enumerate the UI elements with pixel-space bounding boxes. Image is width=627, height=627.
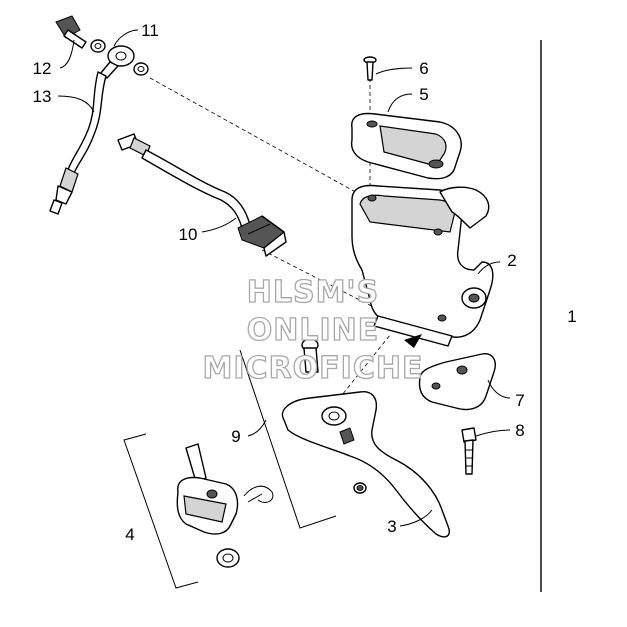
leader-7 bbox=[487, 379, 511, 399]
callout-9: 9 bbox=[231, 427, 240, 446]
callout-4: 4 bbox=[125, 525, 134, 544]
callout-13: 13 bbox=[33, 87, 52, 106]
watermark-line-3: MICROFICHE bbox=[203, 351, 424, 386]
banjo-bolt bbox=[55, 15, 87, 49]
callout-7: 7 bbox=[515, 391, 524, 410]
callout-2: 2 bbox=[507, 251, 516, 270]
callout-5: 5 bbox=[419, 85, 428, 104]
callout-1: 1 bbox=[567, 307, 576, 326]
leader-13 bbox=[57, 95, 95, 113]
watermark-line-1: HLSM'S bbox=[247, 275, 379, 310]
banjo-fitting bbox=[99, 45, 135, 79]
watermark-line-2: ONLINE bbox=[247, 313, 380, 348]
callout-6: 6 bbox=[419, 59, 428, 78]
direction-arrow bbox=[404, 334, 422, 348]
leader-11 bbox=[113, 29, 139, 47]
callout-12: 12 bbox=[33, 59, 52, 78]
cover-screw bbox=[363, 56, 377, 81]
bracket-part-9 bbox=[239, 349, 337, 529]
brake-light-switch bbox=[117, 133, 287, 257]
leader-9 bbox=[247, 419, 267, 437]
leader-2 bbox=[477, 261, 501, 275]
bracket-part-4 bbox=[123, 433, 199, 589]
parking-brake-block bbox=[176, 443, 274, 568]
callout-3: 3 bbox=[387, 517, 396, 536]
reservoir-cover bbox=[350, 112, 462, 180]
callout-8: 8 bbox=[515, 421, 524, 440]
leader-8 bbox=[475, 429, 511, 437]
leader-3 bbox=[399, 509, 433, 527]
brake-hose bbox=[49, 71, 107, 215]
pivot-bolt bbox=[301, 338, 319, 373]
master-cylinder-body bbox=[351, 184, 494, 347]
callout-10: 10 bbox=[179, 225, 198, 244]
clamp-bolt bbox=[461, 427, 477, 475]
leader-10 bbox=[201, 217, 237, 233]
leader-5 bbox=[387, 93, 413, 113]
leader-12 bbox=[59, 39, 75, 69]
leader-6 bbox=[375, 67, 413, 75]
washers bbox=[90, 39, 149, 76]
brake-lever bbox=[281, 391, 450, 538]
callout-11: 11 bbox=[141, 21, 159, 40]
handlebar-clamp bbox=[418, 353, 496, 411]
alignment-line-switch bbox=[261, 249, 396, 319]
